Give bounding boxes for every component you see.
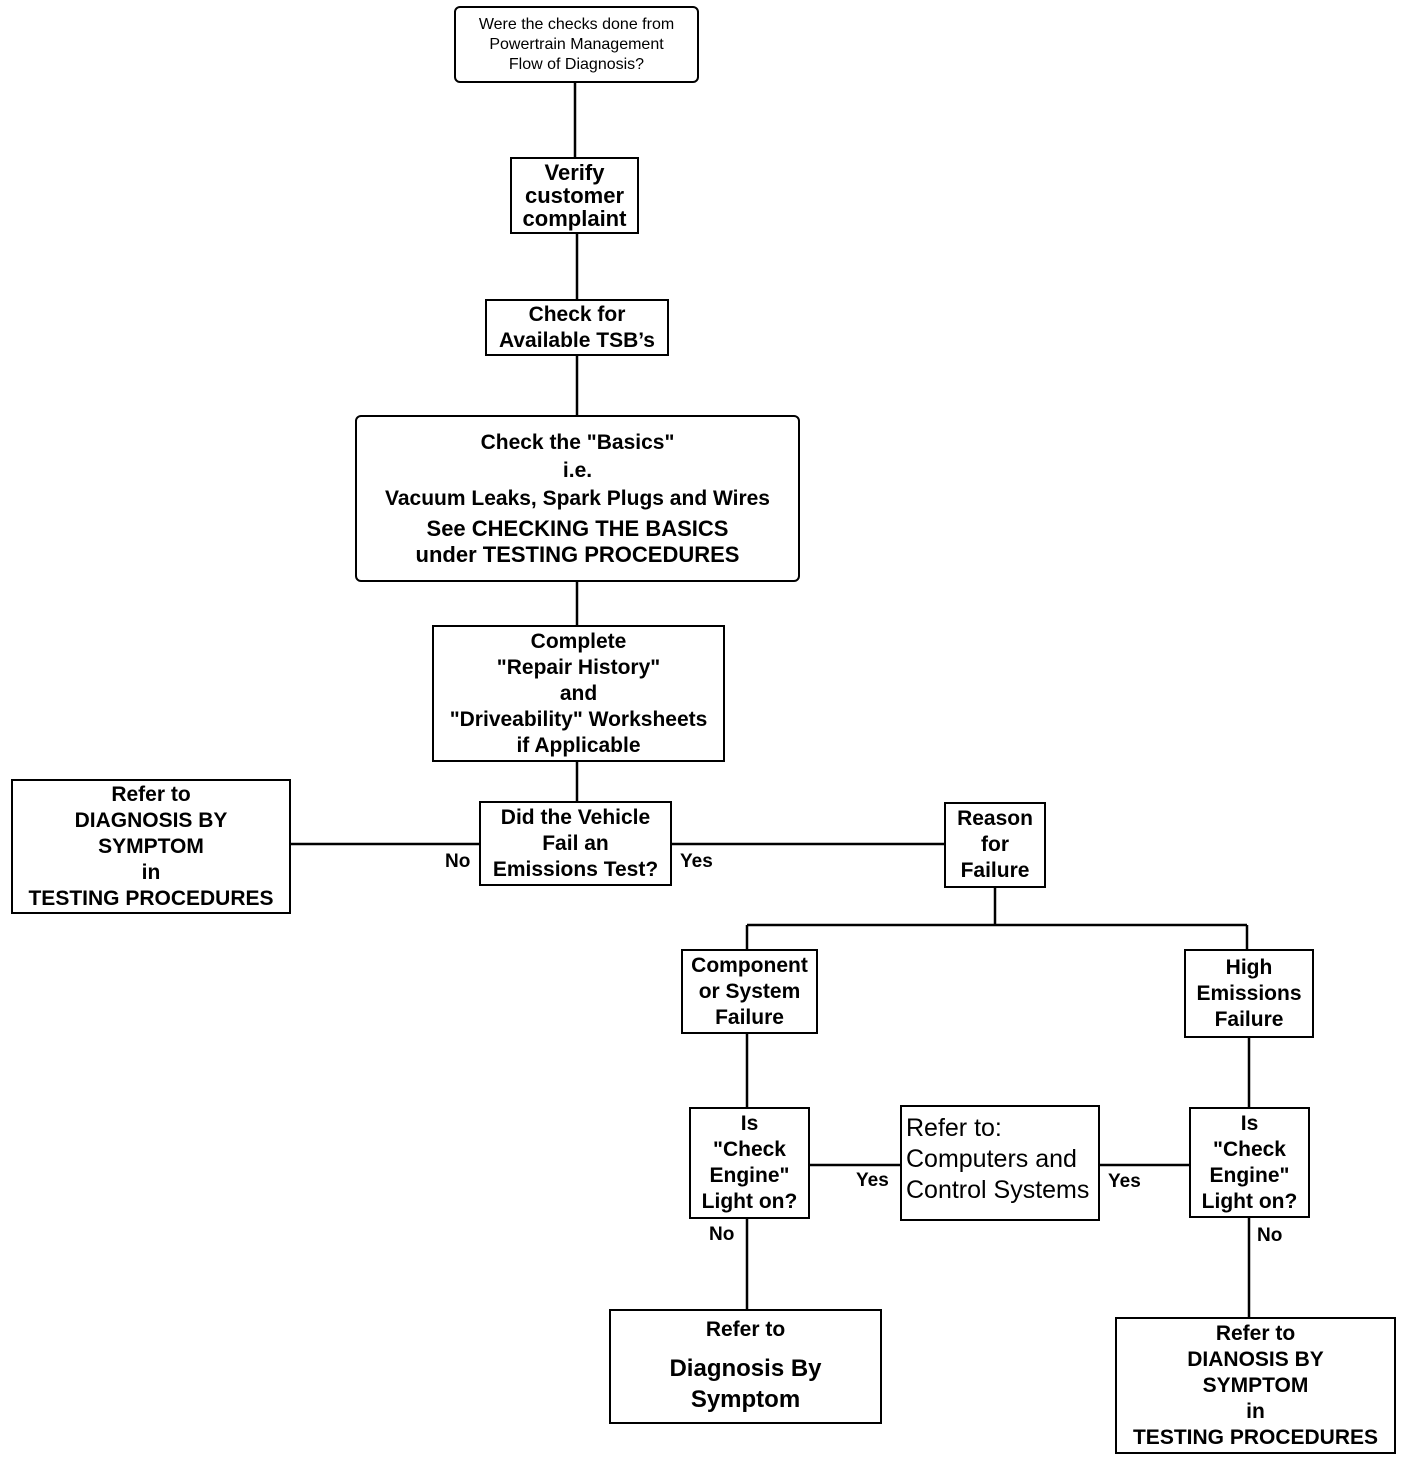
- text-line: if Applicable: [516, 733, 641, 757]
- text-line: Symptom: [690, 1386, 801, 1413]
- text-line: in: [1246, 1399, 1265, 1423]
- text-line: SYMPTOM: [98, 834, 204, 858]
- text-line: or System: [698, 979, 801, 1003]
- text-line: customer: [524, 183, 625, 208]
- basics-top-text: Check the "Basics" i.e. Vacuum Leaks, Spar…: [385, 429, 770, 513]
- diagnosis-by-symptom-text: Diagnosis By Symptom: [669, 1353, 821, 1415]
- text-line: Reason: [957, 807, 1033, 830]
- refer-to-text: Refer to: [706, 1317, 785, 1343]
- text-line: High: [1225, 955, 1273, 979]
- label-no-bottom-left: No: [709, 1224, 735, 1245]
- text-line: Is: [1240, 1111, 1259, 1135]
- text-line: Failure: [960, 859, 1030, 882]
- text-line: Were the checks done from: [478, 15, 675, 33]
- text-line: Emissions: [1196, 981, 1302, 1005]
- text-line: Refer to: [1215, 1321, 1296, 1345]
- repair-history-box: Complete"Repair History"and"Driveability…: [432, 625, 725, 762]
- text-line: Component: [691, 953, 808, 977]
- text-line: Fail an: [542, 831, 609, 855]
- text-line: Refer to:: [906, 1114, 1002, 1142]
- text-line: Refer to: [111, 782, 191, 806]
- text-line: Powertrain Management: [489, 35, 664, 53]
- text-line: Vacuum Leaks, Spark Plugs and Wires: [385, 487, 770, 510]
- text-line: in: [141, 860, 161, 884]
- text-line: Failure: [1214, 1007, 1284, 1031]
- text-line: "Driveability" Worksheets: [449, 707, 708, 731]
- text-line: "Repair History": [496, 655, 661, 679]
- text-line: Flow of Diagnosis?: [508, 55, 645, 73]
- text-line: Control Systems: [906, 1176, 1090, 1204]
- text-line: Failure: [715, 1005, 784, 1029]
- text-line: i.e.: [562, 459, 593, 482]
- text-line: for: [981, 833, 1009, 856]
- text-line: Computers and: [906, 1145, 1077, 1173]
- text-line: DIANOSIS BY: [1187, 1347, 1324, 1371]
- check-basics-box: Check the "Basics" i.e. Vacuum Leaks, Spar…: [355, 415, 800, 582]
- text-line: Light on?: [1201, 1189, 1298, 1213]
- text-line: TESTING PROCEDURES: [28, 886, 274, 910]
- text-line: Diagnosis By: [669, 1355, 822, 1382]
- text-line: Light on?: [701, 1190, 798, 1213]
- text-line: Engine": [709, 1164, 790, 1187]
- text-line: "Check: [1213, 1137, 1286, 1161]
- text-line: Available TSB’s: [498, 328, 655, 352]
- refer-diagnosis-bottom-mid-box: Refer to Diagnosis By Symptom: [609, 1309, 882, 1424]
- text-line: Check the "Basics": [480, 431, 675, 454]
- text-line: complaint: [522, 206, 627, 231]
- text-line: and: [559, 681, 598, 705]
- label-no-bottom-right: No: [1257, 1225, 1283, 1246]
- label-no-left: No: [445, 851, 471, 872]
- text-line: under TESTING PROCEDURES: [415, 542, 740, 567]
- text-line: Verify: [544, 160, 605, 185]
- text-line: Is: [740, 1112, 759, 1135]
- label-yes-right: Yes: [680, 851, 713, 872]
- text-line: DIAGNOSIS BY: [74, 808, 228, 832]
- text-line: See CHECKING THE BASICS: [426, 516, 729, 541]
- text-line: SYMPTOM: [1202, 1373, 1309, 1397]
- text-line: Check for: [528, 302, 626, 326]
- text-line: Refer to: [705, 1318, 786, 1341]
- text-line: Emissions Test?: [492, 857, 659, 881]
- label-yes-computers-right: Yes: [1108, 1171, 1141, 1192]
- text-line: "Check: [713, 1138, 786, 1161]
- text-line: Engine": [1209, 1163, 1290, 1187]
- text-line: Complete: [530, 629, 627, 653]
- text-line: TESTING PROCEDURES: [1132, 1425, 1379, 1449]
- label-yes-computers-left: Yes: [856, 1170, 889, 1191]
- text-line: Did the Vehicle: [500, 805, 651, 829]
